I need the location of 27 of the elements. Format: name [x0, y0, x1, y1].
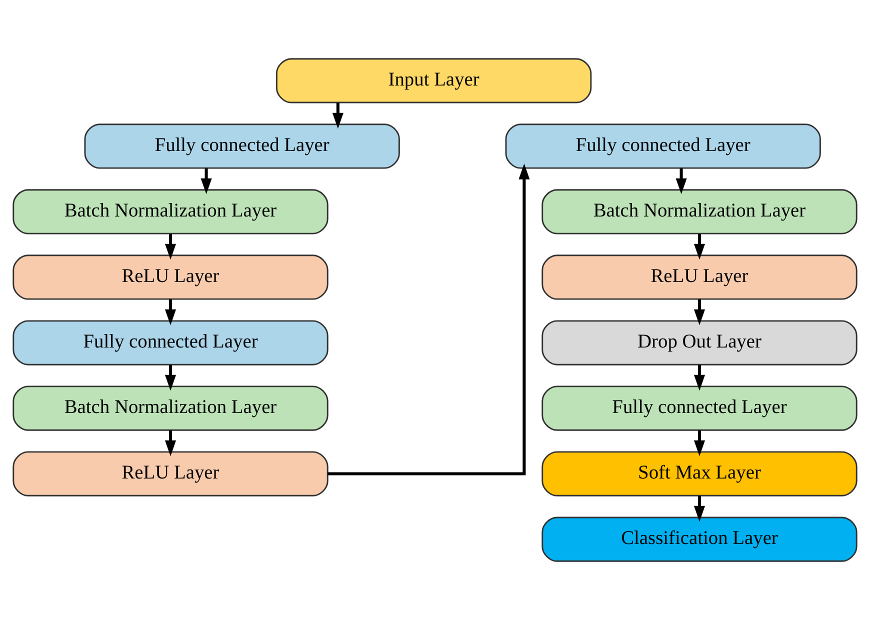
- node-box: Batch Normalization Layer: [12, 188, 328, 234]
- arrow: [164, 430, 176, 456]
- node-box: Fully connected Layer: [542, 385, 858, 430]
- node-box: ReLU Layer: [542, 254, 858, 300]
- node-box: Fully connected Layer: [84, 123, 400, 168]
- arrow: [200, 168, 212, 194]
- node-box: Fully connected Layer: [12, 320, 328, 365]
- arrow: [694, 495, 706, 522]
- arrow: [328, 163, 530, 475]
- arrow: [694, 364, 706, 390]
- arrow: [164, 364, 176, 390]
- node-box: Classification Layer: [542, 516, 858, 562]
- node-box: Input Layer: [276, 58, 592, 103]
- node-box: Batch Normalization Layer: [542, 188, 858, 234]
- arrow: [694, 233, 706, 260]
- arrow: [164, 233, 176, 260]
- node-box: Soft Max Layer: [542, 450, 858, 496]
- arrow: [676, 168, 687, 194]
- arrow: [164, 298, 176, 325]
- node-box: ReLU Layer: [12, 450, 328, 496]
- node-box: Batch Normalization Layer: [12, 385, 328, 430]
- node-box: Fully connected Layer: [505, 123, 821, 168]
- arrow: [332, 102, 344, 128]
- arrow: [694, 298, 706, 325]
- node-box: Drop Out Layer: [542, 320, 858, 365]
- arrow: [694, 430, 706, 456]
- node-box: ReLU Layer: [12, 254, 328, 300]
